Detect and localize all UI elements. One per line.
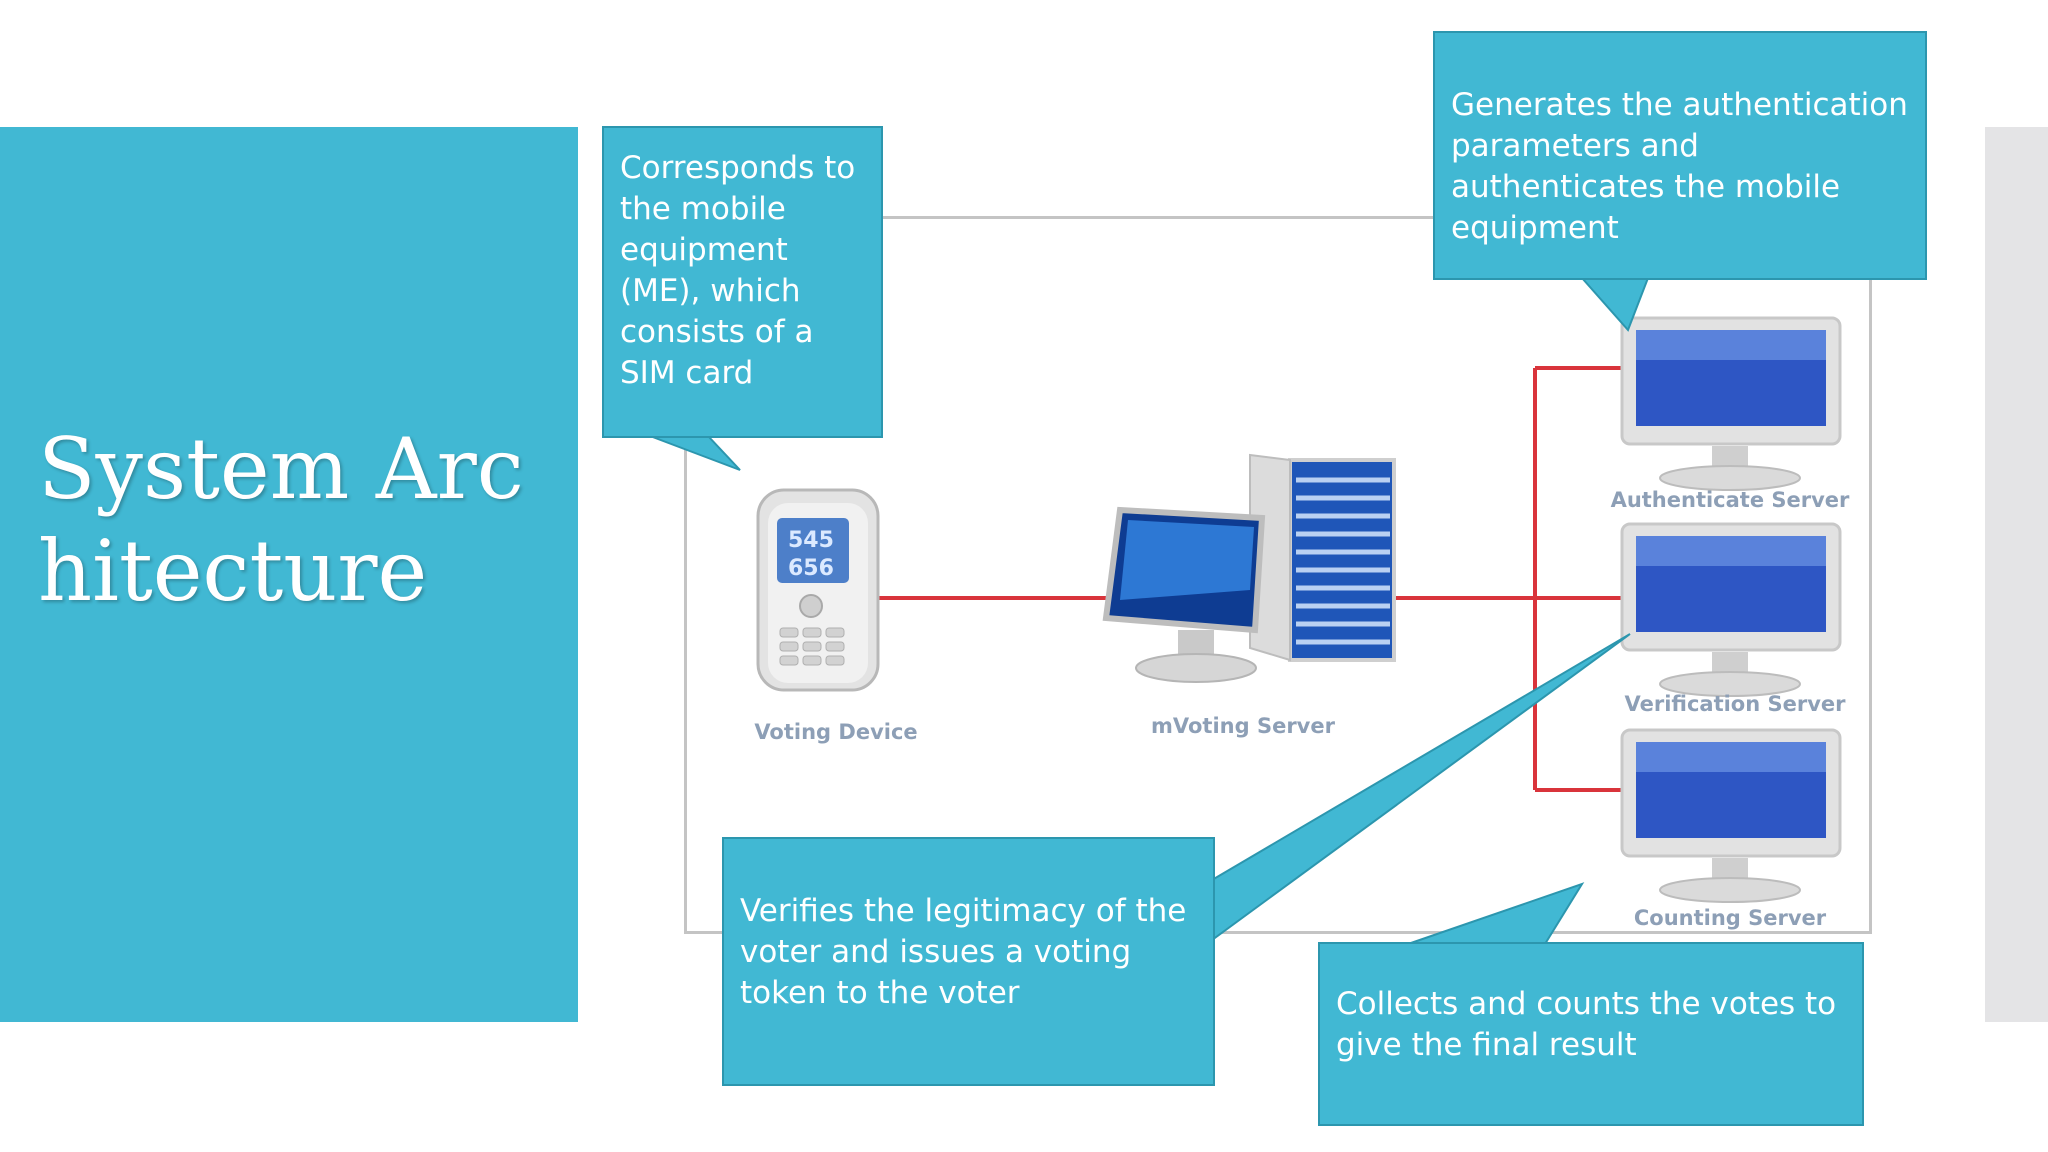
authenticate-server-icon	[1620, 316, 1842, 491]
phone-screen-line1: 545	[788, 528, 834, 553]
title-panel	[0, 127, 578, 1022]
callout-voting-device: Corresponds to the mobile equipment (ME)…	[602, 126, 883, 438]
callout-tail-counting	[1407, 882, 1585, 945]
mvoting-server-icon	[1102, 453, 1396, 683]
label-voting-device: Voting Device	[754, 720, 918, 744]
right-decor-strip	[1985, 127, 2048, 1022]
phone-screen-line2: 656	[788, 556, 834, 581]
callout-authenticate-server: Generates the authentication parameters …	[1433, 31, 1927, 280]
callout-tail-voting-device	[649, 435, 741, 471]
callout-verification-server: Verifies the legitimacy of the voter and…	[722, 837, 1215, 1086]
callout-counting-server: Collects and counts the votes to give th…	[1318, 942, 1864, 1126]
label-verification-server: Verification Server	[1624, 692, 1846, 716]
voting-device-icon: 545 656	[756, 488, 880, 692]
label-mvoting-server: mVoting Server	[1151, 714, 1335, 738]
slide-title: System Architecture	[38, 420, 524, 620]
counting-server-icon	[1620, 728, 1842, 903]
label-counting-server: Counting Server	[1633, 906, 1827, 930]
verification-server-icon	[1620, 522, 1842, 697]
label-authenticate-server: Authenticate Server	[1610, 488, 1850, 512]
